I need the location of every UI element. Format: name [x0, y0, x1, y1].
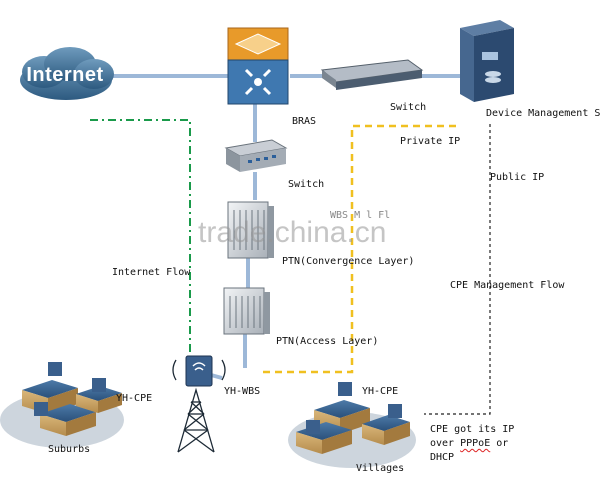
ptn-icon [223, 287, 270, 335]
villages-label: Villages [356, 463, 405, 474]
cpe-ip-line3: DHCP [430, 452, 455, 463]
antenna-icon [306, 382, 402, 434]
cpe-management-flow-label: CPE Management Flow [450, 280, 565, 291]
ptn-convergence-label: PTN(Convergence Layer) [282, 256, 415, 267]
internet-label: Internet [26, 64, 104, 86]
bras-router-icon [227, 27, 289, 105]
tower-icon [177, 387, 215, 453]
backbone-links [110, 74, 470, 380]
public-ip-label: Public IP [490, 172, 545, 183]
house-icon [362, 415, 410, 445]
bras-label: BRAS [292, 116, 317, 127]
internet-flow-label: Internet Flow [112, 267, 191, 278]
device-management-label: Device Management Sy [486, 108, 600, 119]
switch-mid-label: Switch [288, 179, 325, 190]
cpe-ip-line1: CPE got its IP [430, 424, 515, 435]
watermark: trade.china.cn [198, 216, 387, 249]
house-icon [296, 422, 352, 454]
yh-cpe-left-label: YH-CPE [116, 393, 153, 404]
house-icon [40, 404, 96, 436]
antenna-icon [172, 355, 226, 387]
cloud-icon [20, 47, 114, 100]
switch-icon [224, 139, 288, 172]
private-ip-label: Private IP [400, 136, 461, 147]
occluded-text: WBS M l Fl [330, 210, 391, 221]
internet-flow-path [90, 119, 191, 355]
ptn-icon [227, 201, 274, 259]
server-icon [460, 20, 514, 102]
switch-top-label: Switch [390, 102, 427, 113]
suburbs-houses [0, 362, 124, 448]
public-ip-path [424, 124, 491, 415]
management-flow-path [262, 124, 456, 374]
yh-cpe-right-label: YH-CPE [362, 386, 399, 397]
cpe-ip-line2: over PPPoE or [430, 438, 509, 449]
antenna-icon [34, 362, 106, 416]
ptn-access-label: PTN(Access Layer) [276, 336, 379, 347]
suburbs-label: Suburbs [48, 444, 91, 455]
switch-icon [320, 59, 424, 90]
villages-houses [288, 382, 416, 468]
house-icon [76, 386, 122, 413]
yh-wbs-label: YH-WBS [224, 386, 261, 397]
